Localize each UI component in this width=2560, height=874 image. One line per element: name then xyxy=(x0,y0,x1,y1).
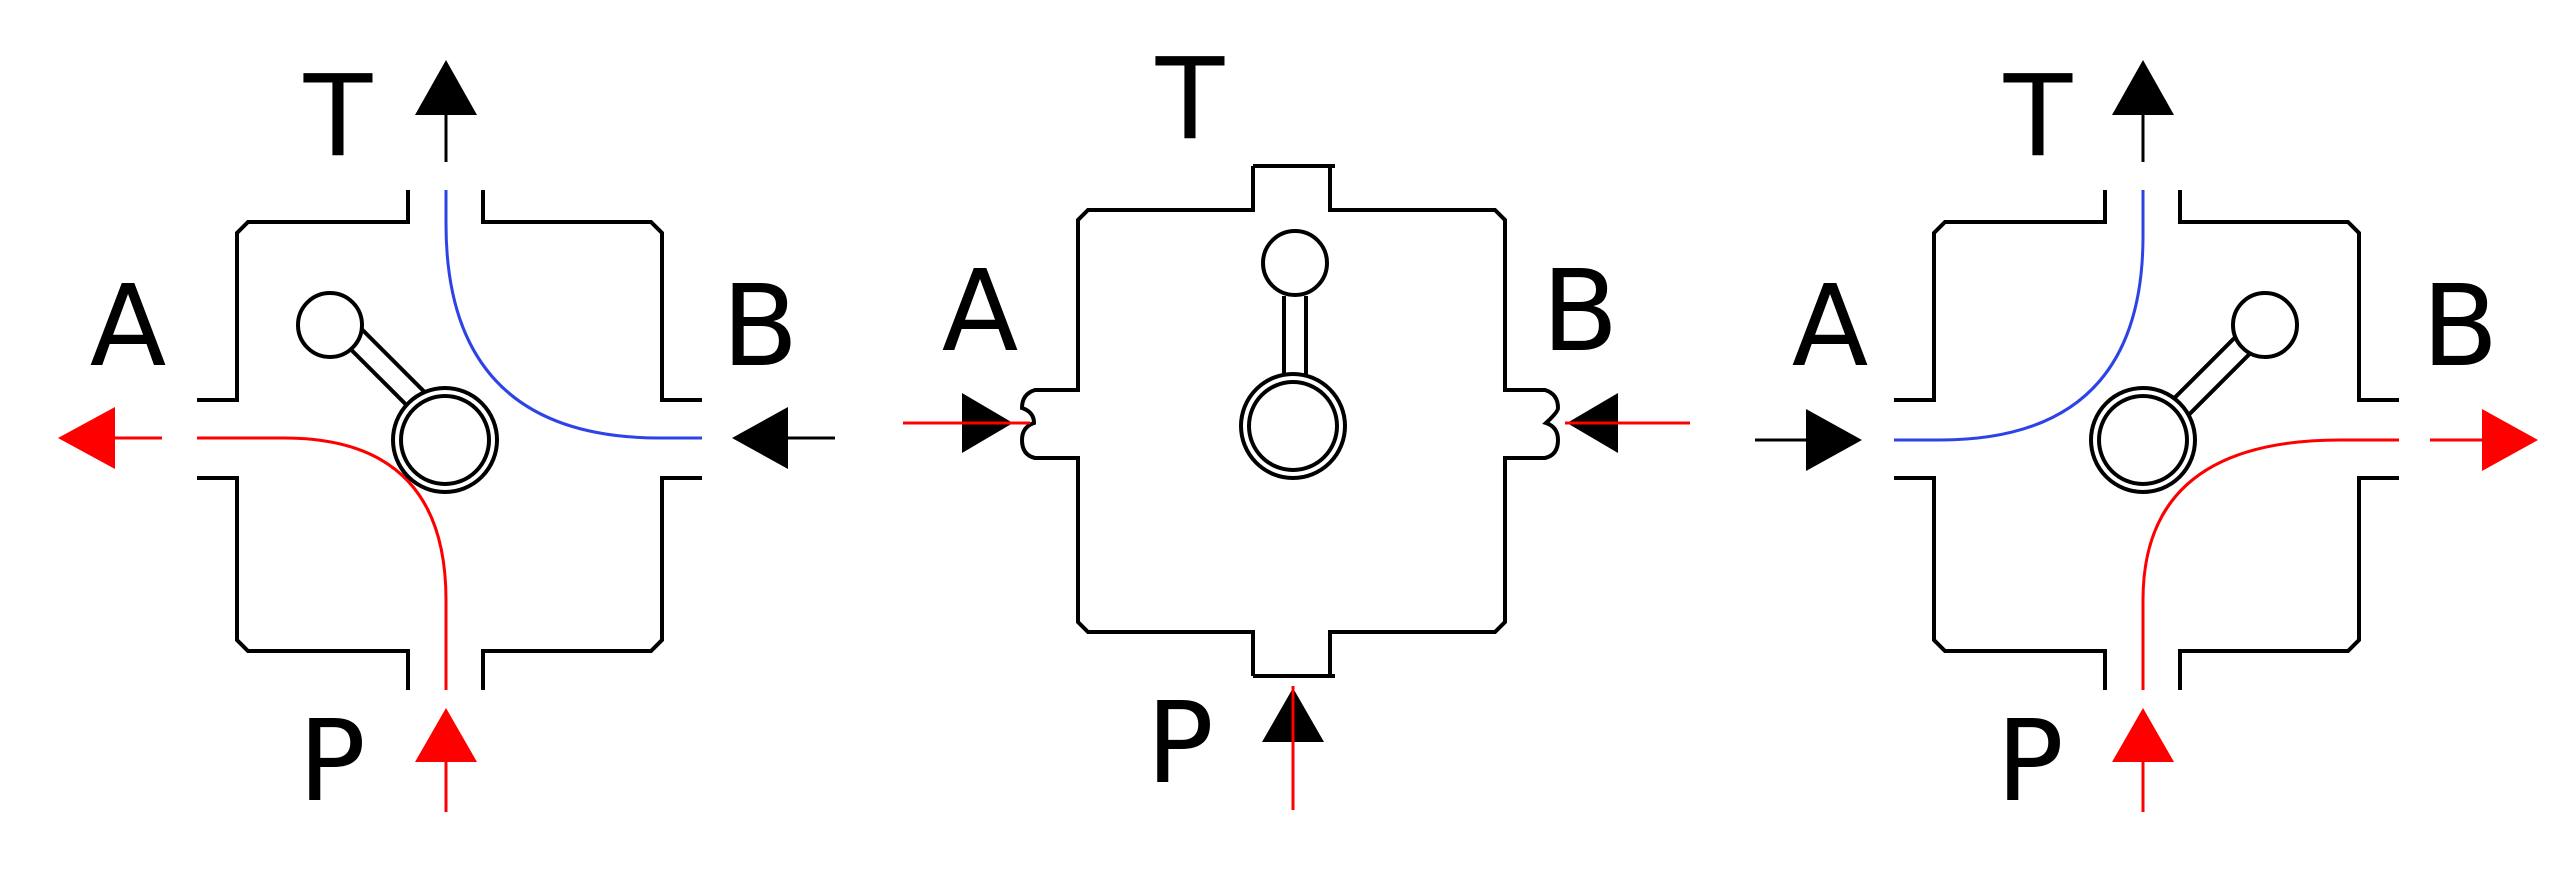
port-label-b: B xyxy=(2422,262,2499,392)
arrow-b-out xyxy=(2430,409,2538,471)
port-label-t: T xyxy=(2003,52,2073,182)
flow-path-b-to-t xyxy=(444,190,702,440)
lever-handle xyxy=(2089,291,2299,494)
arrow-p-in xyxy=(415,708,477,812)
port-label-p: P xyxy=(298,697,366,827)
arrow-b-in xyxy=(1565,393,1690,453)
valve-left-position: T A B P xyxy=(58,52,835,827)
valve-center-position: T A B P xyxy=(903,35,1690,810)
lever-handle xyxy=(1239,229,1347,480)
arrow-b-in xyxy=(732,407,835,469)
arrow-p-in xyxy=(2112,708,2174,812)
valve-body-outline xyxy=(1894,190,2399,690)
port-label-t: T xyxy=(1155,35,1225,165)
port-label-a: A xyxy=(942,247,1019,377)
flow-path-a-to-t xyxy=(1894,190,2145,442)
port-label-b: B xyxy=(722,262,799,392)
port-label-t: T xyxy=(303,52,373,182)
valve-body-outline xyxy=(1019,166,1561,676)
valve-body-outline xyxy=(197,190,702,690)
port-label-a: A xyxy=(90,262,167,392)
port-label-p: P xyxy=(1146,679,1214,809)
flow-path-p-to-a xyxy=(197,436,448,690)
arrow-a-out xyxy=(58,407,162,469)
lever-handle xyxy=(296,291,499,494)
arrow-a-in xyxy=(903,393,1030,453)
arrow-p-in xyxy=(1262,686,1324,810)
port-label-a: A xyxy=(1792,262,1869,392)
port-label-b: B xyxy=(1542,247,1619,377)
port-label-p: P xyxy=(1996,697,2064,827)
arrow-a-in xyxy=(1755,409,1862,471)
flow-path-p-to-b xyxy=(2141,438,2399,690)
valve-right-position: T A B P xyxy=(1755,52,2538,827)
arrow-t-out xyxy=(415,60,477,162)
arrow-t-out xyxy=(2112,60,2174,162)
